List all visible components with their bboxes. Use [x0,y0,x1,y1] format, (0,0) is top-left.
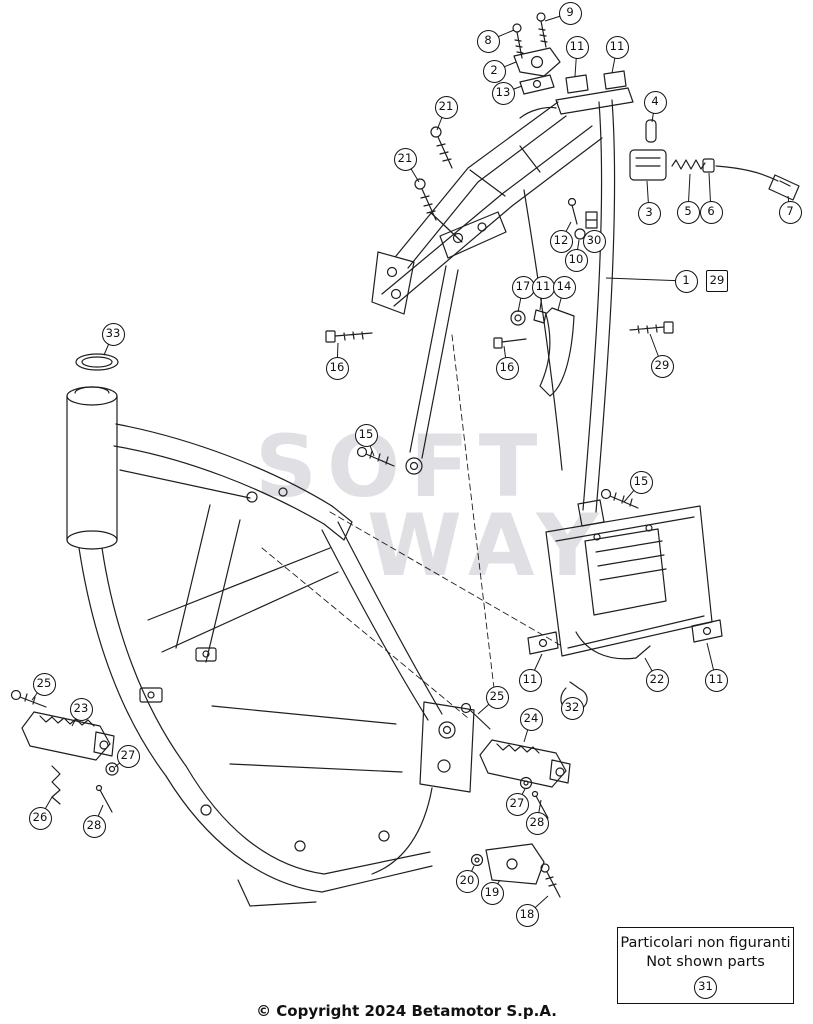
callout-15[interactable]: 15 [354,423,378,447]
legend-line-english: Not shown parts [646,953,765,970]
callout-14[interactable]: 14 [552,275,576,299]
right-footpeg-24 [460,702,571,819]
callout-20[interactable]: 20 [455,869,479,893]
screws-8-9 [512,12,548,59]
callout-4[interactable]: 4 [643,90,667,114]
callout-25[interactable]: 25 [485,685,509,709]
o-ring-33 [75,353,119,371]
copyright-text: © Copyright 2024 Betamotor S.p.A. [256,1002,557,1020]
watermark: SOFT WAY [255,417,609,597]
steering-head-tube [66,386,118,550]
callout-33[interactable]: 33 [101,322,125,346]
callout-24[interactable]: 24 [519,707,543,731]
bolt-16-right [493,337,527,349]
left-footpeg-23 [10,689,119,813]
reference-lines [261,334,561,719]
subframe [371,70,634,527]
callout-7[interactable]: 7 [778,200,802,224]
callout-9[interactable]: 9 [558,1,582,25]
watermark-line-1: SOFT [255,417,548,517]
not-shown-parts-box: Particolari non figuranti Not shown part… [617,927,794,1004]
legend-line-italian: Particolari non figuranti [620,935,791,951]
callout-29[interactable]: 29 [706,270,728,292]
callout-8[interactable]: 8 [476,29,500,53]
callout-29[interactable]: 29 [650,354,674,378]
callout-11[interactable]: 11 [518,668,542,692]
callout-11[interactable]: 11 [605,35,629,59]
callout-11[interactable]: 11 [565,35,589,59]
callout-31[interactable]: 31 [694,975,717,999]
bolt-16-left [325,330,373,343]
callout-28[interactable]: 28 [525,811,549,835]
callout-19[interactable]: 19 [480,881,504,905]
callout-15[interactable]: 15 [629,470,653,494]
callout-28[interactable]: 28 [82,814,106,838]
callout-26[interactable]: 26 [28,806,52,830]
callout-11[interactable]: 11 [531,275,555,299]
watermark-line-2: WAY [367,496,609,597]
callout-10[interactable]: 10 [564,248,588,272]
callout-27[interactable]: 27 [116,744,140,768]
callout-16[interactable]: 16 [495,356,519,380]
callout-30[interactable]: 30 [582,229,606,253]
callout-1[interactable]: 1 [674,269,698,293]
callout-22[interactable]: 22 [645,668,669,692]
battery-box-22 [527,505,723,660]
callout-23[interactable]: 23 [69,697,93,721]
callout-18[interactable]: 18 [515,903,539,927]
callout-21[interactable]: 21 [393,147,417,171]
callout-13[interactable]: 13 [491,81,515,105]
main-frame [78,423,475,907]
bolt-15-left [356,446,395,467]
callout-16[interactable]: 16 [325,356,349,380]
callout-27[interactable]: 27 [505,792,529,816]
callout-25[interactable]: 25 [32,672,56,696]
callout-12[interactable]: 12 [549,229,573,253]
bolt-29 [629,321,674,334]
seat-bracket-2-13 [513,47,561,95]
callout-32[interactable]: 32 [560,696,584,720]
relay-assembly-3-4-5-6-7 [629,119,800,201]
callout-6[interactable]: 6 [699,200,723,224]
callout-2[interactable]: 2 [482,59,506,83]
callout-3[interactable]: 3 [637,201,661,225]
fasteners-12-30-10 [567,197,598,240]
bracket-19-20-bolt-18 [470,843,561,898]
bolts-21 [414,126,453,221]
callout-5[interactable]: 5 [676,200,700,224]
callout-11[interactable]: 11 [704,668,728,692]
pedal-bracket-14-17 [510,307,575,397]
callout-21[interactable]: 21 [434,95,458,119]
